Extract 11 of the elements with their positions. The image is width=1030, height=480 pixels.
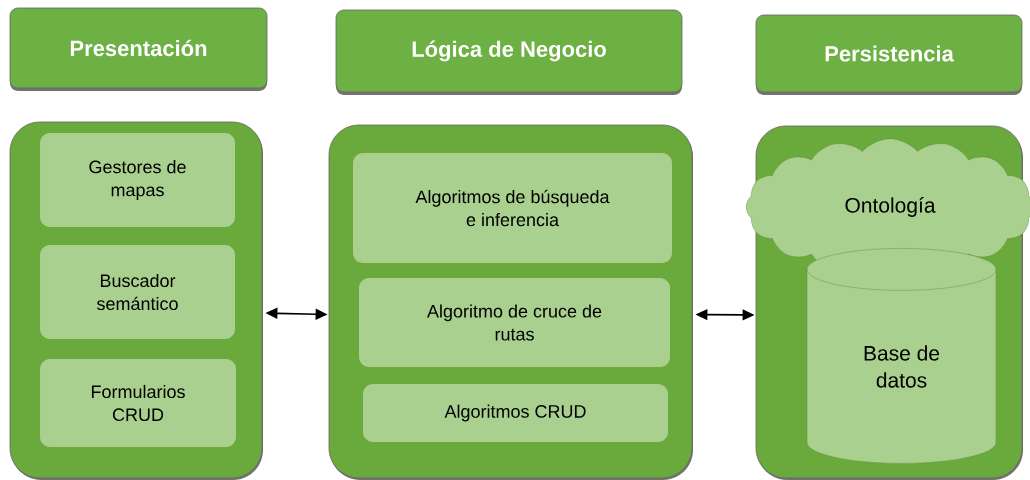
layer-header: Presentación [9, 7, 268, 91]
component-box: Buscador semántico [40, 245, 235, 339]
component-box: Gestores de mapas [40, 133, 235, 227]
layer-header: Persistencia [755, 14, 1023, 95]
component-box: Algoritmos de búsqueda e inferencia [353, 153, 672, 263]
component-box: Formularios CRUD [40, 359, 236, 447]
component-box: Algoritmo de cruce de rutas [359, 278, 670, 367]
node-label: Ontología [845, 197, 936, 217]
layer-header: Lógica de Negocio [335, 9, 683, 95]
database-cylinder: Base de datos [806, 248, 997, 464]
component-box: Algoritmos CRUD [363, 384, 668, 442]
